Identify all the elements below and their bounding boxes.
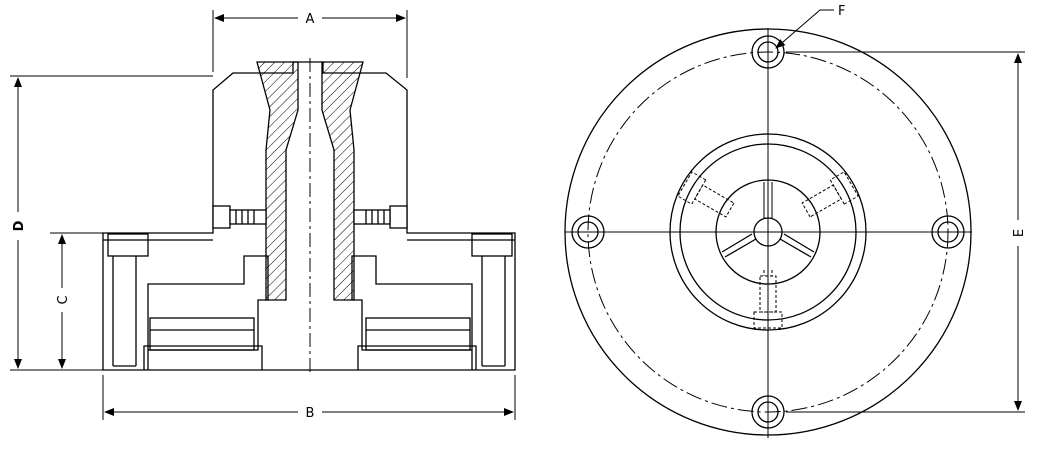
left-jaw-base [143, 345, 263, 370]
collet-left-section [256, 61, 299, 301]
left-cap-screw [212, 205, 267, 229]
label-b: B [306, 406, 315, 421]
right-jaw-block [365, 317, 471, 351]
jaw-slot-lower-right [779, 238, 812, 258]
jaw-slot-lower-left [724, 238, 757, 258]
collet-right-section [321, 61, 364, 301]
left-bolt-pocket [107, 233, 149, 257]
right-jaw-base [357, 345, 477, 370]
label-c: C [56, 295, 71, 304]
chuck-body-outline [102, 61, 516, 371]
label-f: F [838, 4, 845, 19]
dimension-e [786, 51, 1025, 413]
dimension-a [212, 10, 408, 78]
face-view [564, 9, 1025, 438]
side-section-view [10, 10, 516, 420]
jaw-screw-left [801, 171, 859, 218]
left-jaw-block [149, 317, 255, 351]
mounting-hole-right [931, 215, 965, 249]
right-jaw [351, 255, 473, 370]
label-e: E [1012, 229, 1027, 237]
right-bolt-pocket [471, 233, 513, 257]
dimension-b [102, 375, 516, 420]
jaw-screw-right [677, 171, 735, 218]
mounting-hole-top [751, 35, 785, 69]
mounting-hole-left [571, 215, 605, 249]
leader-f [775, 9, 834, 49]
dimension-d [10, 75, 213, 371]
dimension-c [50, 232, 103, 371]
mounting-hole-bottom [751, 395, 785, 429]
left-jaw [147, 255, 269, 370]
label-a: A [306, 12, 315, 27]
label-d: D [12, 220, 27, 231]
right-cap-screw [353, 205, 408, 229]
jaw-screw-bottom [753, 270, 783, 329]
